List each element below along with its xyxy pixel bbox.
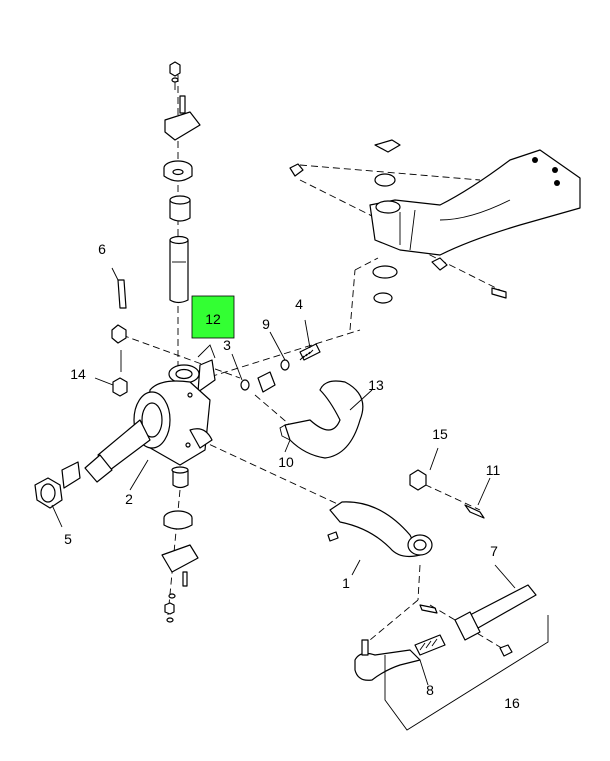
lower-kingpin-stack (161, 466, 199, 623)
callout-3: 3 (223, 337, 231, 353)
callout-9: 9 (262, 316, 270, 332)
callout-6: 6 (98, 241, 106, 257)
callout-8: 8 (426, 682, 434, 698)
callout-13: 13 (368, 377, 384, 393)
bracket-16 (384, 615, 549, 731)
spindle-nut (34, 461, 81, 509)
axle-frame-bracket (289, 139, 581, 304)
callout-16: 16 (504, 695, 520, 711)
callout-15: 15 (432, 426, 448, 442)
callout-2: 2 (125, 491, 133, 507)
upper-kingpin-stack (163, 61, 201, 304)
callout-4: 4 (295, 296, 303, 312)
callout-5: 5 (64, 531, 72, 547)
tie-rod (419, 584, 537, 657)
arm-hardware (240, 343, 321, 393)
callout-11: 11 (486, 462, 501, 478)
callout-7: 7 (490, 543, 498, 559)
highlight-box-part-12 (191, 295, 235, 339)
tie-rod-arm (327, 501, 433, 558)
steering-knuckle (84, 359, 216, 483)
callout-labels: 1 2 3 4 5 6 7 8 9 10 11 12 13 14 15 16 (64, 241, 520, 711)
tie-rod-end (354, 634, 446, 681)
cotter-pin (111, 279, 128, 397)
callout-12: 12 (205, 311, 221, 327)
callout-1: 1 (342, 575, 350, 591)
callout-14: 14 (70, 366, 86, 382)
callout-10: 10 (278, 454, 294, 470)
leader-lines (51, 267, 516, 686)
steering-arm (279, 380, 364, 459)
castle-nut (409, 469, 485, 519)
